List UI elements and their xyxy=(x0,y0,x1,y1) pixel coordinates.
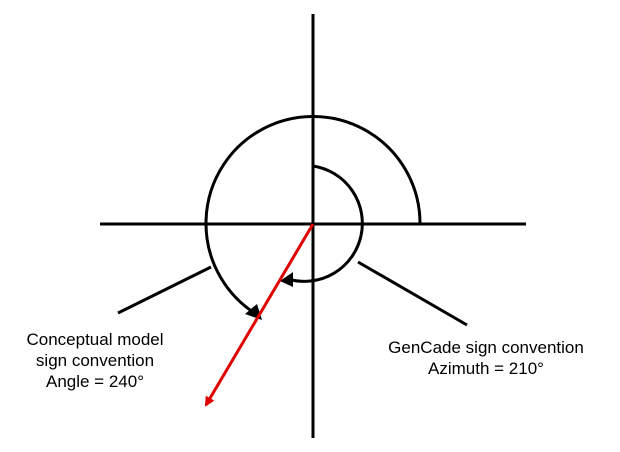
conceptual-label-line1: Conceptual model xyxy=(26,330,164,349)
gencade-leader-line xyxy=(357,260,468,327)
conceptual-label-line2: sign convention xyxy=(35,351,155,370)
direction-vector xyxy=(204,223,315,407)
gencade-azimuth-value: Azimuth = 210° xyxy=(428,359,544,378)
gencade-label-line1: GenCade sign convention xyxy=(388,338,584,357)
conceptual-leader-line xyxy=(117,265,212,315)
conceptual-angle-arc xyxy=(204,114,422,316)
gencade-convention-label: GenCade sign convention Azimuth = 210° xyxy=(352,337,620,379)
gencade-arc-arrowhead xyxy=(280,272,293,287)
conceptual-convention-label: Conceptual model sign convention Angle =… xyxy=(0,329,190,392)
conceptual-angle-value: Angle = 240° xyxy=(45,372,144,391)
gencade-azimuth-arc xyxy=(287,164,364,283)
